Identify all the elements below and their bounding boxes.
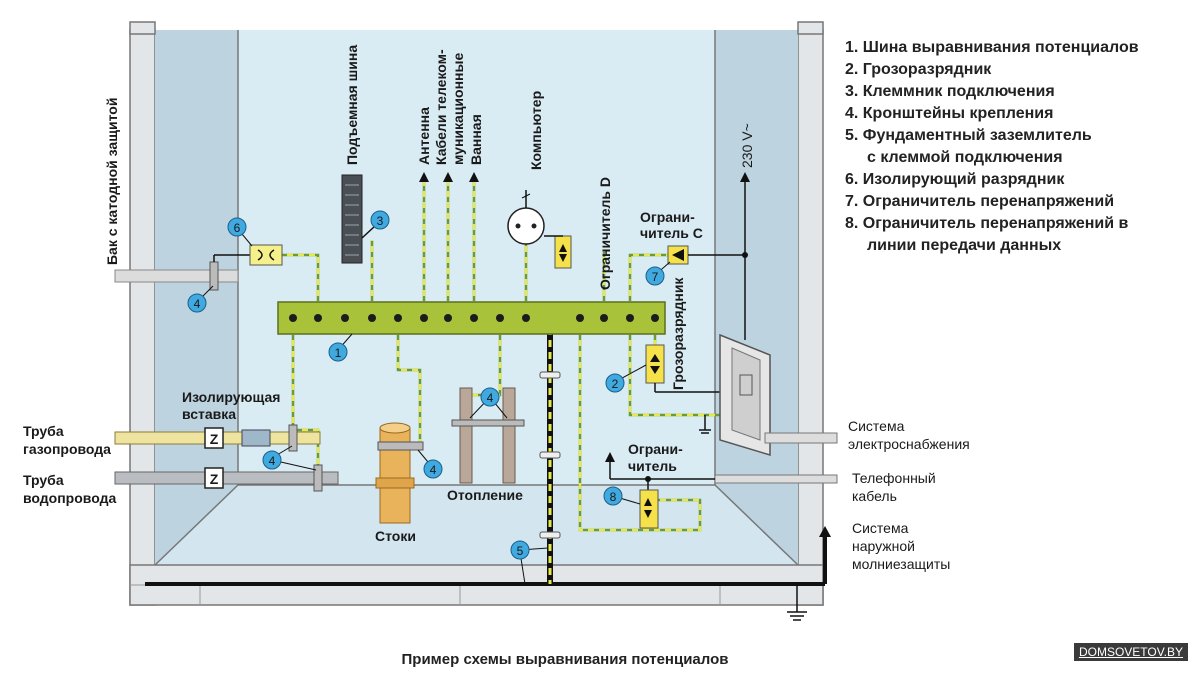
svg-text:1: 1: [335, 346, 342, 360]
legend-item: 4. Кронштейны крепления: [845, 105, 1054, 122]
phone-cable: [605, 452, 838, 529]
marker-4b: 4: [262, 445, 317, 471]
gas-z-label: Z: [210, 431, 219, 447]
upward-arrows: [419, 172, 750, 182]
svg-text:6: 6: [234, 221, 241, 235]
diagram-caption: Пример схемы выравнивания потенциалов: [401, 651, 729, 668]
computer-socket: [507, 190, 572, 269]
insert-label-2: вставка: [182, 406, 236, 422]
marker-4a: 4: [187, 285, 214, 313]
markers: 1 2 3 4 4 4 4 5 6 7 8: [187, 210, 671, 585]
cathodic-tank-pipe: [114, 244, 283, 291]
water-label-1: Труба: [23, 472, 64, 488]
phone-label-2: кабель: [852, 488, 897, 504]
water-z-label: Z: [210, 471, 219, 487]
svg-text:3: 3: [377, 214, 384, 228]
limiter-c-label-2: читель С: [640, 225, 703, 241]
power-supply-cable: [764, 432, 838, 444]
cathodic-tank-label: Бак с катодной защитой: [104, 98, 120, 265]
marker-3: 3: [370, 210, 390, 230]
lightning-label-2: наружной: [852, 538, 915, 554]
lightning-arrester: [645, 344, 730, 393]
drains-label: Стоки: [375, 528, 416, 544]
legend-item: линии передачи данных: [867, 237, 1062, 254]
equipotential-bus: [277, 301, 666, 335]
svg-text:7: 7: [652, 270, 659, 284]
limiter-d-label: Ограничитель D: [597, 177, 613, 290]
bath-label: Ванная: [468, 114, 484, 165]
drains-pipe: [375, 422, 424, 524]
legend-item: 8. Ограничитель перенапряжений в: [845, 215, 1129, 232]
lightning-label-3: молниезащиты: [852, 556, 950, 572]
computer-label: Компьютер: [528, 91, 544, 170]
water-label-2: водопровода: [23, 490, 116, 506]
svg-text:4: 4: [430, 463, 437, 477]
marker-4d: 4: [469, 387, 508, 419]
legend-item: с клеммой подключения: [867, 149, 1063, 166]
lift-bus-terminal: [341, 174, 376, 264]
limiter-label-2: читель: [628, 458, 677, 474]
foundation-earth-conductor: [145, 526, 831, 621]
telecom-label-2: муникационные: [450, 53, 466, 165]
legend-item: 2. Грозоразрядник: [845, 61, 992, 78]
watermark-link[interactable]: DOMSOVETOV.BY: [1073, 643, 1188, 661]
building-walls: [129, 21, 824, 606]
gas-pipe: Z: [114, 424, 321, 452]
marker-5: 5: [510, 540, 549, 585]
telecom-label-1: Кабели телеком-: [433, 49, 449, 165]
power-label-1: Система: [848, 418, 905, 434]
svg-text:2: 2: [612, 377, 619, 391]
svg-text:8: 8: [610, 490, 617, 504]
legend-item: 5. Фундаментный заземлитель: [845, 127, 1092, 144]
svg-text:4: 4: [487, 391, 494, 405]
marker-6: 6: [227, 217, 253, 247]
heating-pipes: [451, 387, 525, 484]
svg-text:5: 5: [517, 544, 524, 558]
legend: 1. Шина выравнивания потенциалов 2. Гроз…: [845, 37, 1195, 257]
limiter-c-label-1: Ограни-: [640, 209, 695, 225]
legend-item: 1. Шина выравнивания потенциалов: [845, 39, 1139, 56]
svg-text:4: 4: [269, 454, 276, 468]
marker-8: 8: [603, 486, 641, 506]
power-label-2: электроснабжения: [848, 436, 970, 452]
voltage-label: 230 V~: [739, 123, 755, 168]
marker-7: 7: [645, 261, 671, 286]
phone-label-1: Телефонный: [852, 470, 936, 486]
antenna-label: Антенна: [416, 107, 432, 165]
legend-item: 3. Клеммник подключения: [845, 83, 1055, 100]
heating-label: Отопление: [447, 487, 523, 503]
legend-item: 7. Ограничитель перенапряжений: [845, 193, 1115, 210]
marker-4c: 4: [417, 449, 443, 479]
surge-limiter-c: [667, 180, 748, 340]
marker-2: 2: [605, 364, 647, 393]
limiter-label-1: Ограни-: [628, 441, 683, 457]
svg-text:4: 4: [194, 297, 201, 311]
arrester-label: Грозоразрядник: [670, 277, 686, 390]
insert-label-1: Изолирующая: [182, 389, 280, 405]
distribution-board: [699, 333, 771, 457]
lift-bus-label: Подъемная шина: [344, 45, 360, 165]
gas-label-1: Труба: [23, 423, 64, 439]
lightning-label-1: Система: [852, 520, 909, 536]
water-pipe: Z: [114, 464, 339, 492]
marker-1: 1: [328, 333, 353, 362]
earthing-conductor: [539, 316, 561, 584]
gas-label-2: газопровода: [23, 441, 111, 457]
legend-item: 6. Изолирующий разрядник: [845, 171, 1065, 188]
